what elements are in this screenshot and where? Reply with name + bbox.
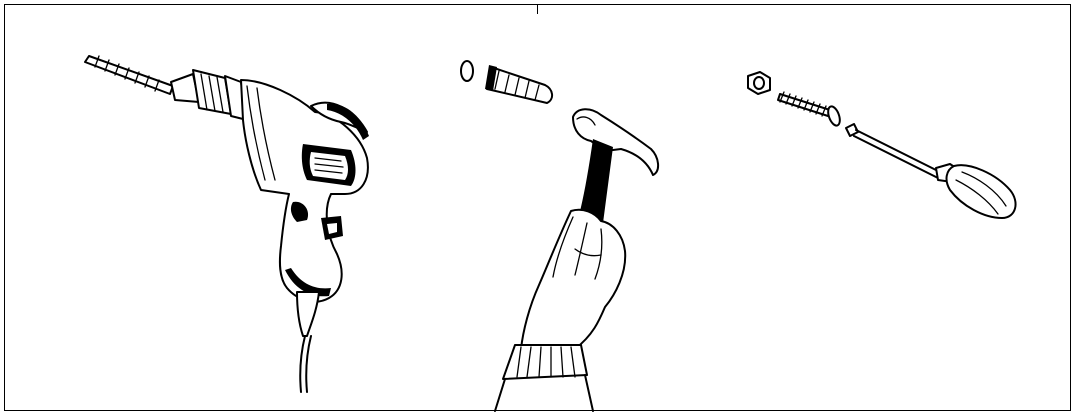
screwdriver-icon xyxy=(846,124,1016,218)
electric-drill-icon xyxy=(75,40,415,400)
drill-chuck-icon xyxy=(171,70,247,120)
drill-bit-icon xyxy=(85,56,173,94)
nut-icon xyxy=(748,72,770,94)
center-tick-mark xyxy=(537,5,538,14)
step-drill-panel xyxy=(75,40,415,400)
wall-plug-hammer-icon xyxy=(455,45,695,415)
step-anchor-panel xyxy=(455,45,695,415)
step-screw-panel xyxy=(740,60,1040,240)
screwdriver-screw-icon xyxy=(740,60,1040,240)
washer-ring-icon xyxy=(461,61,473,81)
screw-icon xyxy=(778,92,842,127)
power-cord-icon xyxy=(297,292,319,392)
drill-body-icon xyxy=(241,80,369,302)
instruction-diagram-frame xyxy=(4,4,1071,411)
wall-plug-icon xyxy=(485,65,552,103)
hand-icon xyxy=(495,210,625,411)
